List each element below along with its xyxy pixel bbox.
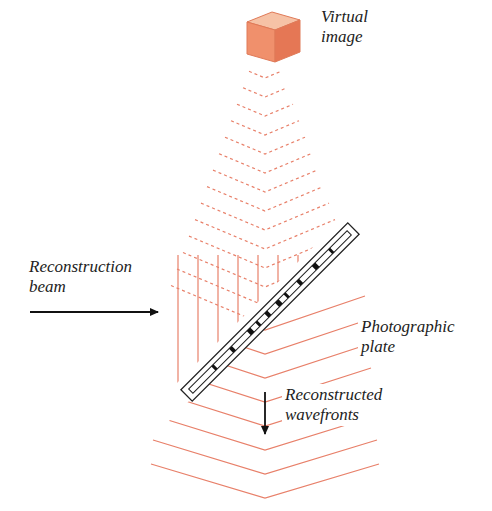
dashed-wavefront	[225, 137, 305, 154]
solid-wavefront	[161, 344, 369, 378]
beam-wavefront	[237, 255, 238, 400]
fringe-mark	[328, 248, 334, 254]
dashed-wavefront	[243, 88, 287, 97]
cube-virtual-image	[247, 12, 300, 62]
photographic-plate	[181, 223, 359, 401]
wavefront-arrow	[264, 392, 266, 434]
fringe-mark	[283, 292, 289, 298]
plate-label: Photographic plate	[358, 316, 464, 358]
wavefronts-label: Reconstructed wavefronts	[282, 384, 400, 426]
fringe-mark	[255, 320, 261, 326]
beam-label: Reconstruction beam	[26, 256, 154, 298]
dashed-wavefront	[195, 220, 335, 249]
dashed-wavefront	[177, 269, 353, 306]
fringe-mark	[275, 299, 283, 307]
dashed-wavefront	[213, 170, 317, 192]
dashed-wavefronts	[171, 71, 359, 325]
beam-wavefront	[277, 255, 278, 400]
fringe-mark	[247, 328, 255, 336]
dashed-wavefront	[219, 154, 311, 173]
beam-wavefront	[177, 255, 178, 400]
dashed-wavefront	[201, 203, 329, 230]
dashed-wavefront	[237, 104, 293, 116]
fringe-mark	[264, 311, 271, 318]
virtual-image-label: Virtual image	[318, 6, 386, 48]
fringe-mark	[229, 346, 236, 353]
fringe-mark	[211, 364, 217, 370]
dashed-wavefront	[231, 121, 299, 135]
fringe-mark	[312, 263, 320, 271]
beam-wavefront	[217, 255, 218, 400]
dashed-wavefront	[249, 71, 281, 78]
fringe-mark	[296, 279, 303, 286]
solid-wavefront	[153, 440, 377, 474]
dashed-wavefront	[207, 187, 323, 211]
solid-wavefront	[151, 464, 379, 498]
beam-arrow	[30, 311, 158, 313]
